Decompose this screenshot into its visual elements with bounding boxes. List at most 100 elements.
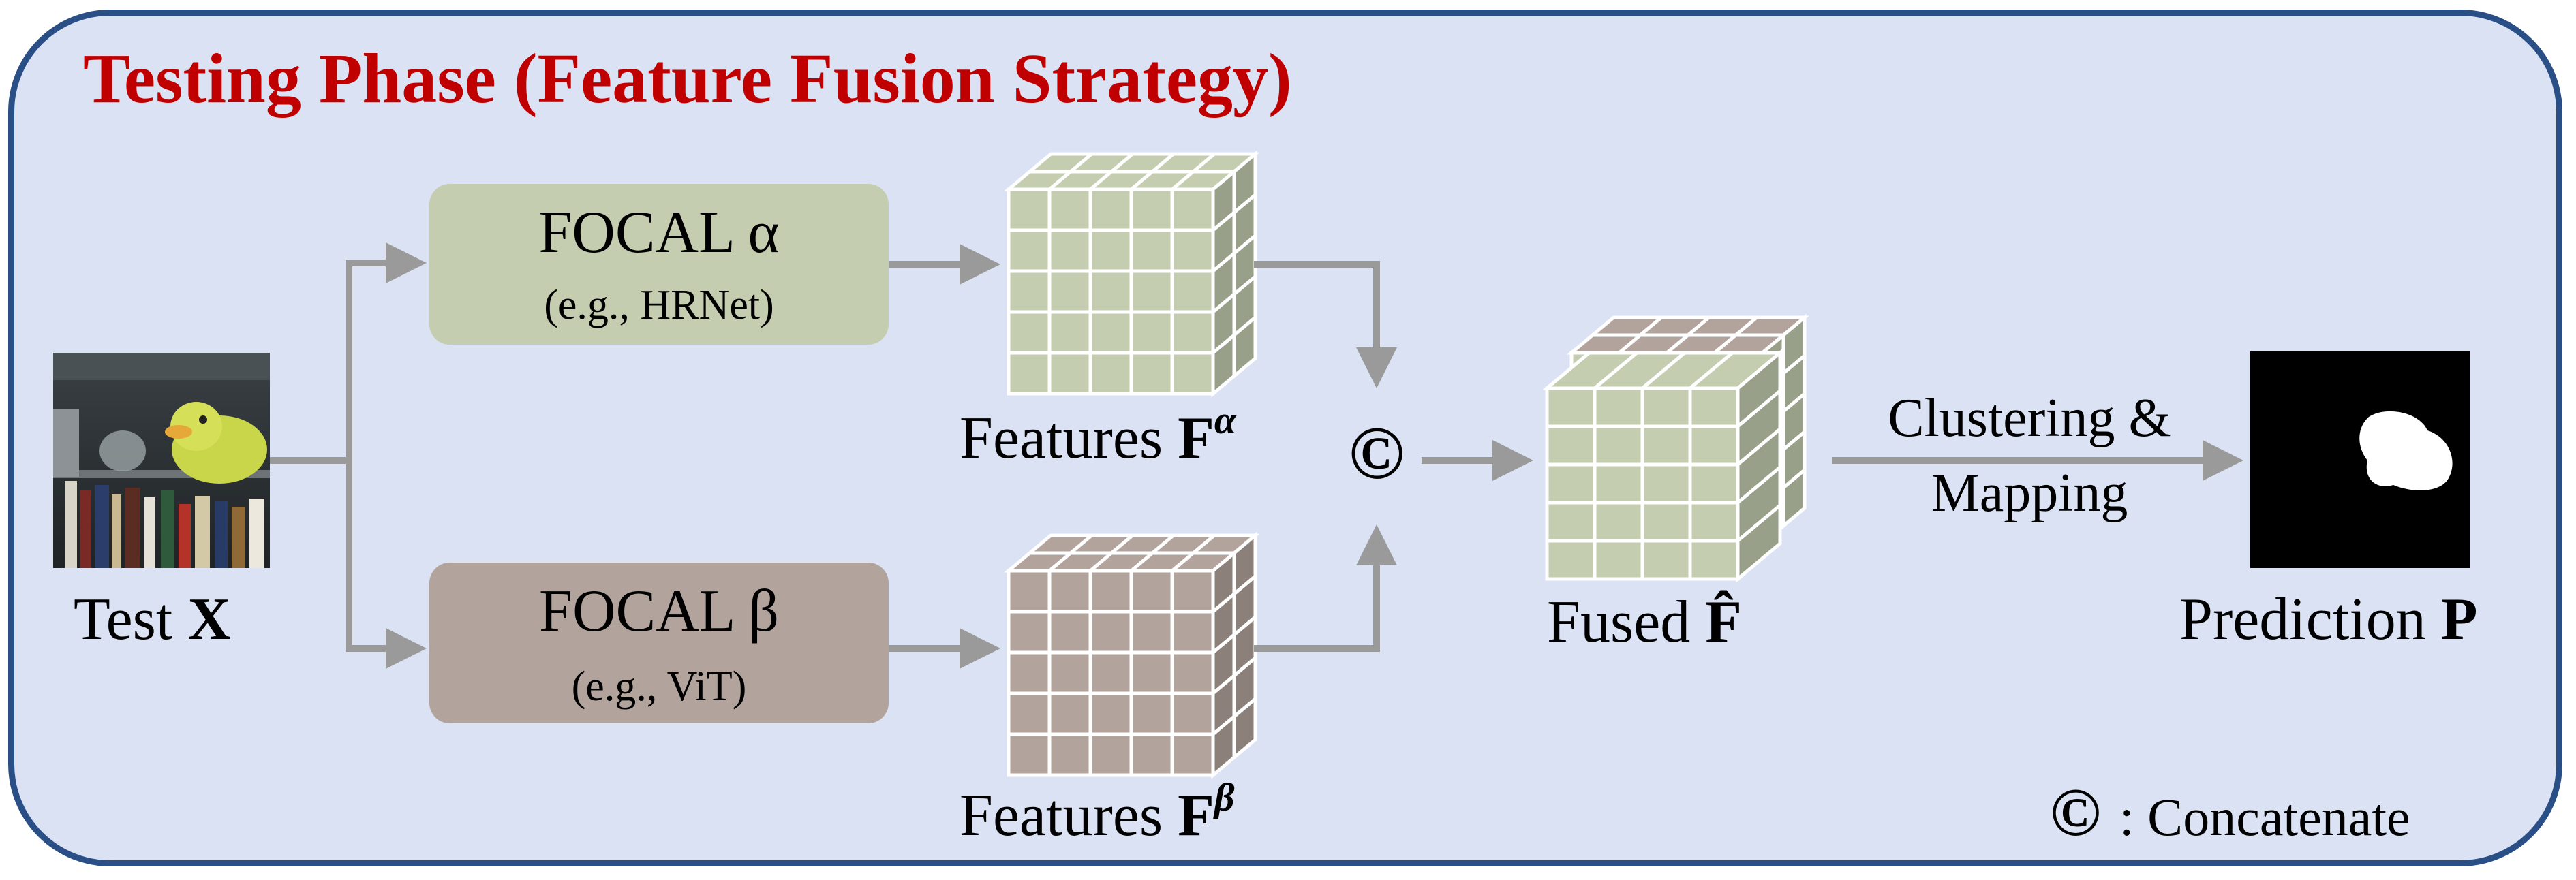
cube-front-cell [1047, 187, 1092, 232]
cube-front-cell [1047, 732, 1092, 777]
cube-front-cell [1688, 462, 1740, 505]
cube-front-cell [1688, 424, 1740, 467]
cube-front-cell [1129, 569, 1174, 614]
cube-front-cell [1088, 351, 1133, 396]
model-box-beta: FOCAL β (e.g., ViT) [429, 563, 889, 723]
cube-front-cell [1129, 691, 1174, 736]
cube-front-cell [1129, 650, 1174, 695]
prediction-mask [2250, 351, 2470, 568]
cube-front-cell [1088, 650, 1133, 695]
legend-symbol: © [2050, 774, 2101, 850]
cube-front-cell [1047, 269, 1092, 314]
cube-front-cell [1545, 539, 1597, 581]
cube-front-cell [1129, 610, 1174, 655]
cube-front-cell [1593, 386, 1644, 428]
features-beta-label: Features Fβ [960, 775, 1235, 849]
cube-front-cell [1545, 462, 1597, 505]
cube-front-cell [1088, 269, 1133, 314]
cube-front-cell [1129, 351, 1174, 396]
cube-front-cell [1129, 269, 1174, 314]
model-alpha-example: (e.g., HRNet) [544, 282, 773, 328]
cube-front-cell [1047, 310, 1092, 355]
cube-front-cell [1007, 691, 1052, 736]
cube-front-cell [1088, 569, 1133, 614]
fused-label: Fused F̂ [1547, 589, 1742, 655]
cube-front-cell [1007, 187, 1052, 232]
step-line2: Mapping [1931, 463, 2128, 523]
cube-front-cell [1129, 228, 1174, 273]
cube-front-cell [1170, 569, 1215, 614]
features-alpha-label: Features Fα [960, 398, 1237, 471]
cube-front-cell [1088, 732, 1133, 777]
cube-front-cell [1593, 501, 1644, 543]
cube-front-cell [1170, 732, 1215, 777]
cube-front-cell [1688, 501, 1740, 543]
cube-front-cell [1007, 610, 1052, 655]
diagram-title: Testing Phase (Feature Fusion Strategy) [83, 40, 1292, 118]
cube-front-cell [1688, 539, 1740, 581]
model-beta-example: (e.g., ViT) [572, 663, 747, 710]
cube-front-cell [1047, 650, 1092, 695]
cube-front-cell [1047, 610, 1092, 655]
cube-front-cell [1170, 610, 1215, 655]
cube-front-cell [1170, 187, 1215, 232]
test-image [53, 353, 270, 568]
cube-front-cell [1088, 310, 1133, 355]
cube-front-cell [1047, 228, 1092, 273]
cube-front-cell [1640, 539, 1692, 581]
cube-front-cell [1640, 501, 1692, 543]
cube-front-cell [1170, 351, 1215, 396]
cube-front-cell [1129, 187, 1174, 232]
branch-arrows [270, 242, 427, 669]
cube-front-cell [1688, 386, 1740, 428]
cube-front-cell [1593, 539, 1644, 581]
cube-front-cell [1047, 351, 1092, 396]
feature-cube-beta [1004, 531, 1260, 779]
cube-front-cell [1545, 424, 1597, 467]
model-box-alpha: FOCAL α (e.g., HRNet) [429, 184, 889, 345]
cube-front-cell [1170, 269, 1215, 314]
cube-front-cell [1129, 732, 1174, 777]
cube-front-cell [1088, 228, 1133, 273]
concat-symbol: © [1349, 411, 1405, 494]
cube-front-cell [1007, 569, 1052, 614]
model-alpha-name: FOCAL α [538, 200, 779, 266]
diagram-panel [8, 10, 2562, 866]
output-label: Prediction P [2179, 586, 2477, 653]
cube-front-cell [1007, 228, 1052, 273]
cube-front-cell [1088, 691, 1133, 736]
cube-side-cell [1781, 466, 1807, 530]
feature-cube-alpha [1004, 150, 1260, 398]
cube-front-cell [1007, 269, 1052, 314]
cube-front-cell [1170, 310, 1215, 355]
cube-front-cell [1088, 610, 1133, 655]
cube-front-cell [1545, 501, 1597, 543]
cube-front-cell [1047, 569, 1092, 614]
cube-front-cell [1640, 462, 1692, 505]
cube-front-cell [1170, 691, 1215, 736]
cube-front-cell [1007, 310, 1052, 355]
cube-front-cell [1088, 187, 1133, 232]
cube-side-cell [1232, 695, 1257, 761]
fused-cube-front [1542, 349, 1785, 583]
cube-front-cell [1047, 691, 1092, 736]
input-label: Test X [74, 586, 231, 653]
legend-text: : Concatenate [2119, 787, 2410, 847]
cube-front-cell [1593, 424, 1644, 467]
cube-front-cell [1640, 424, 1692, 467]
cube-front-cell [1593, 462, 1644, 505]
cube-front-cell [1170, 228, 1215, 273]
cube-front-cell [1545, 386, 1597, 428]
legend: © : Concatenate [2050, 774, 2410, 850]
cube-side-cell [1736, 501, 1782, 583]
cube-front-cell [1007, 650, 1052, 695]
cube-front-cell [1007, 351, 1052, 396]
cube-front-cell [1170, 650, 1215, 695]
concat-arrows [1254, 261, 1397, 652]
model-beta-name: FOCAL β [539, 578, 779, 644]
cube-side-cell [1232, 313, 1257, 380]
cube-front-cell [1007, 732, 1052, 777]
step-line1: Clustering & [1888, 388, 2171, 448]
cube-front-cell [1129, 310, 1174, 355]
